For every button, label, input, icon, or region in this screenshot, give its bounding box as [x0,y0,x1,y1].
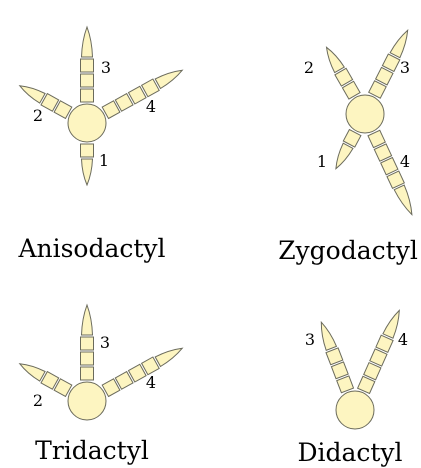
phalanx-zygodactyl-toe-4-3 [380,156,399,176]
toe-label-didactyl-4: 4 [397,330,409,349]
phalanx-zygodactyl-toe-3-3 [381,53,401,73]
claw-didactyl-toe-3 [320,320,338,352]
phalanx-anisodactyl-toe-1-1 [80,143,94,158]
palm-anisodactyl [67,103,107,143]
phalanx-tridactyl-toe-2-1 [53,378,73,398]
phalanx-didactyl-toe-4-1 [356,375,376,395]
toe-label-zygodactyl-4: 4 [399,152,411,171]
phalanx-anisodactyl-toe-4-2 [114,92,134,112]
phalanx-didactyl-toe-3-2 [330,361,349,380]
toe-label-anisodactyl-2: 2 [32,106,44,125]
phalanx-anisodactyl-toe-2-1 [53,100,73,120]
caption-tridactyl: Tridactyl [35,436,149,465]
phalanx-didactyl-toe-3-3 [325,347,344,366]
caption-anisodactyl: Anisodactyl [18,234,166,263]
toe-label-didactyl-3: 3 [304,330,316,349]
claw-zygodactyl-toe-3 [389,28,409,59]
phalanx-zygodactyl-toe-4-1 [367,129,386,149]
claw-zygodactyl-toe-4 [393,184,413,216]
toe-label-anisodactyl-1: 1 [98,151,110,170]
phalanx-didactyl-toe-4-3 [369,348,388,367]
claw-didactyl-toe-4 [382,309,400,339]
palm-didactyl [335,390,375,430]
claw-tridactyl-toe-4 [154,347,184,368]
phalanx-zygodactyl-toe-3-1 [368,80,387,99]
phalanx-didactyl-toe-4-2 [363,361,382,381]
phalanx-anisodactyl-toe-3-3 [80,58,94,73]
phalanx-zygodactyl-toe-1-1 [342,128,362,148]
claw-anisodactyl-toe-4 [154,69,184,90]
claw-tridactyl-toe-2 [18,363,46,382]
toe-label-tridactyl-2: 2 [32,391,44,410]
phalanx-zygodactyl-toe-4-4 [386,170,405,189]
toe-label-zygodactyl-1: 1 [316,152,328,171]
foot-didactyl [320,309,400,430]
phalanx-zygodactyl-toe-2-1 [341,80,361,100]
palm-tridactyl [67,381,107,421]
toe-label-anisodactyl-3: 3 [100,58,112,77]
claw-anisodactyl-toe-3 [80,25,94,58]
phalanx-anisodactyl-toe-3-2 [80,73,94,88]
phalanx-zygodactyl-toe-2-2 [334,67,354,87]
claw-zygodactyl-toe-2 [325,46,346,74]
phalanx-tridactyl-toe-3-2 [80,351,94,366]
claw-zygodactyl-toe-1 [335,142,354,170]
phalanx-tridactyl-toe-3-3 [80,336,94,351]
toe-label-zygodactyl-2: 2 [303,58,315,77]
toe-label-tridactyl-3: 3 [99,333,111,352]
claw-tridactyl-toe-3 [80,303,94,336]
phalanx-zygodactyl-toe-4-2 [373,143,393,162]
phalanx-anisodactyl-toe-4-4 [140,78,160,98]
phalanx-tridactyl-toe-4-1 [101,378,121,398]
phalanx-tridactyl-toe-4-4 [140,356,160,376]
phalanx-anisodactyl-toe-4-3 [127,85,147,105]
caption-zygodactyl: Zygodactyl [278,236,418,265]
phalanx-tridactyl-toe-2-2 [40,370,60,390]
phalanx-didactyl-toe-3-1 [336,375,355,394]
claw-anisodactyl-toe-1 [80,158,94,187]
toe-label-anisodactyl-4: 4 [145,97,157,116]
phalanx-anisodactyl-toe-2-2 [40,92,60,112]
palm-zygodactyl [345,94,385,134]
phalanx-tridactyl-toe-4-3 [127,363,147,383]
phalanx-tridactyl-toe-4-2 [114,370,134,390]
foot-anisodactyl [18,25,184,187]
phalanx-didactyl-toe-4-4 [375,334,394,353]
foot-tridactyl [18,303,184,421]
phalanx-anisodactyl-toe-3-1 [80,88,94,103]
claw-anisodactyl-toe-2 [18,85,46,104]
phalanx-anisodactyl-toe-4-1 [101,100,121,120]
phalanx-tridactyl-toe-3-1 [80,366,94,381]
caption-didactyl: Didactyl [297,438,403,467]
phalanx-zygodactyl-toe-3-2 [374,66,394,86]
toe-label-zygodactyl-3: 3 [399,58,411,77]
foot-zygodactyl [325,28,413,216]
toe-label-tridactyl-4: 4 [145,373,157,392]
